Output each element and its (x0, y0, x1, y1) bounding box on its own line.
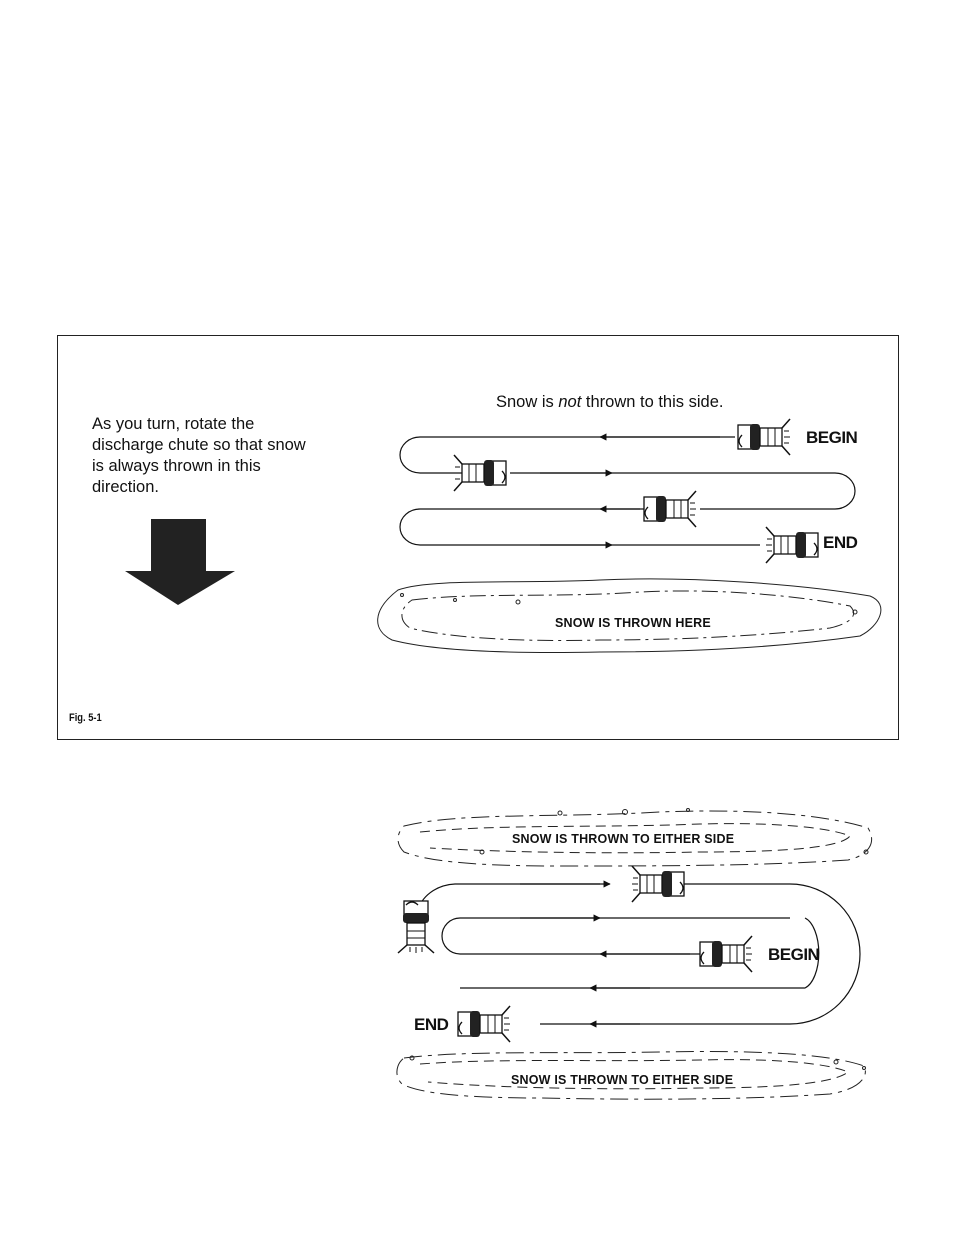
top-path (400, 437, 855, 545)
snowblower-icon (738, 419, 790, 455)
begin-label-bottom: BEGIN (768, 945, 819, 965)
snowblower-icon (458, 1006, 510, 1042)
snowblower-icon (644, 491, 696, 527)
snowblower-icon (766, 527, 818, 563)
end-label: END (823, 533, 857, 553)
snow-either-side-label-top: SNOW IS THROWN TO EITHER SIDE (512, 832, 734, 846)
end-label-bottom: END (414, 1015, 448, 1035)
snow-either-side-label-bottom: SNOW IS THROWN TO EITHER SIDE (511, 1073, 733, 1087)
begin-label: BEGIN (806, 428, 857, 448)
figure-label: Fig. 5-1 (69, 712, 102, 724)
snowblower-icon (398, 901, 434, 953)
direction-arrow-icon (125, 519, 235, 605)
snowblower-icon (454, 455, 506, 491)
snow-thrown-label: SNOW IS THROWN HERE (555, 616, 711, 630)
snowblower-icon (632, 866, 684, 902)
snowblower-icon (700, 936, 752, 972)
